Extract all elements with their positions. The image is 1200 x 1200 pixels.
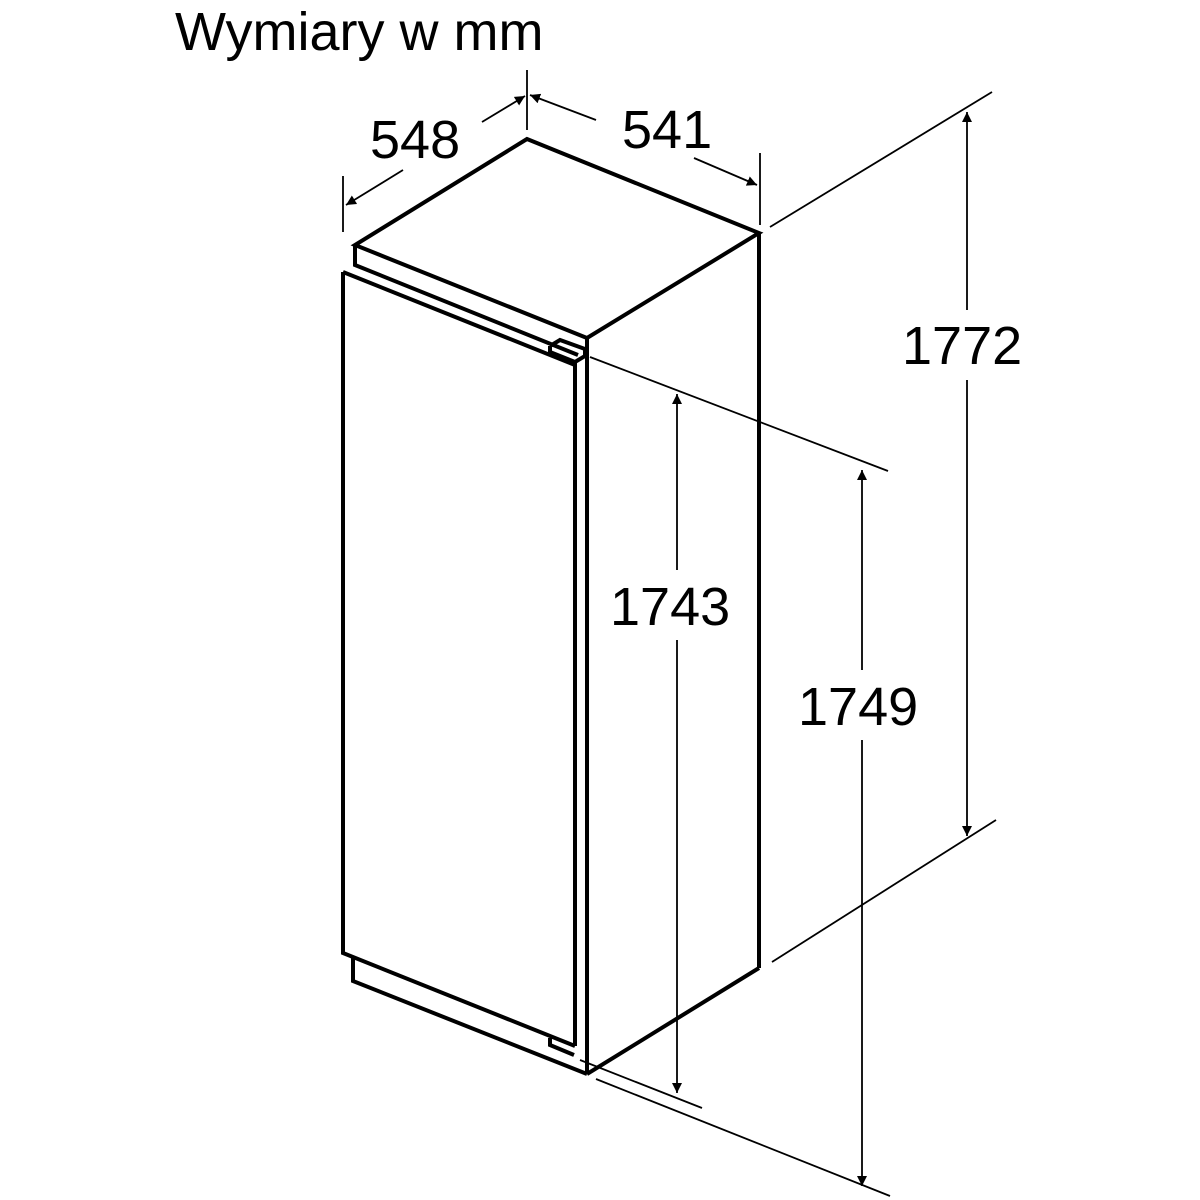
dimension-548: 548: [342, 70, 528, 232]
top-strip: [353, 245, 579, 357]
dimension-541: 541: [529, 93, 761, 225]
bottom-right-edge: [585, 966, 761, 1076]
appliance-body: [341, 136, 764, 1076]
hinge-top: [548, 337, 587, 365]
label-1749: 1749: [798, 677, 918, 737]
dimension-1772: 1772: [769, 91, 1022, 963]
dimension-1749: 1749: [595, 470, 918, 1197]
diagram-title: Wymiary w mm: [175, 2, 543, 62]
hinge-bottom: [548, 1038, 575, 1057]
door-top-edge: [342, 270, 576, 367]
label-541: 541: [622, 100, 712, 160]
label-1772: 1772: [902, 316, 1022, 376]
label-548: 548: [370, 110, 460, 170]
dimension-1743: 1743: [579, 356, 889, 1109]
label-1743: 1743: [610, 577, 730, 637]
plinth: [351, 958, 588, 1076]
door-left-bottom: [341, 272, 576, 1048]
